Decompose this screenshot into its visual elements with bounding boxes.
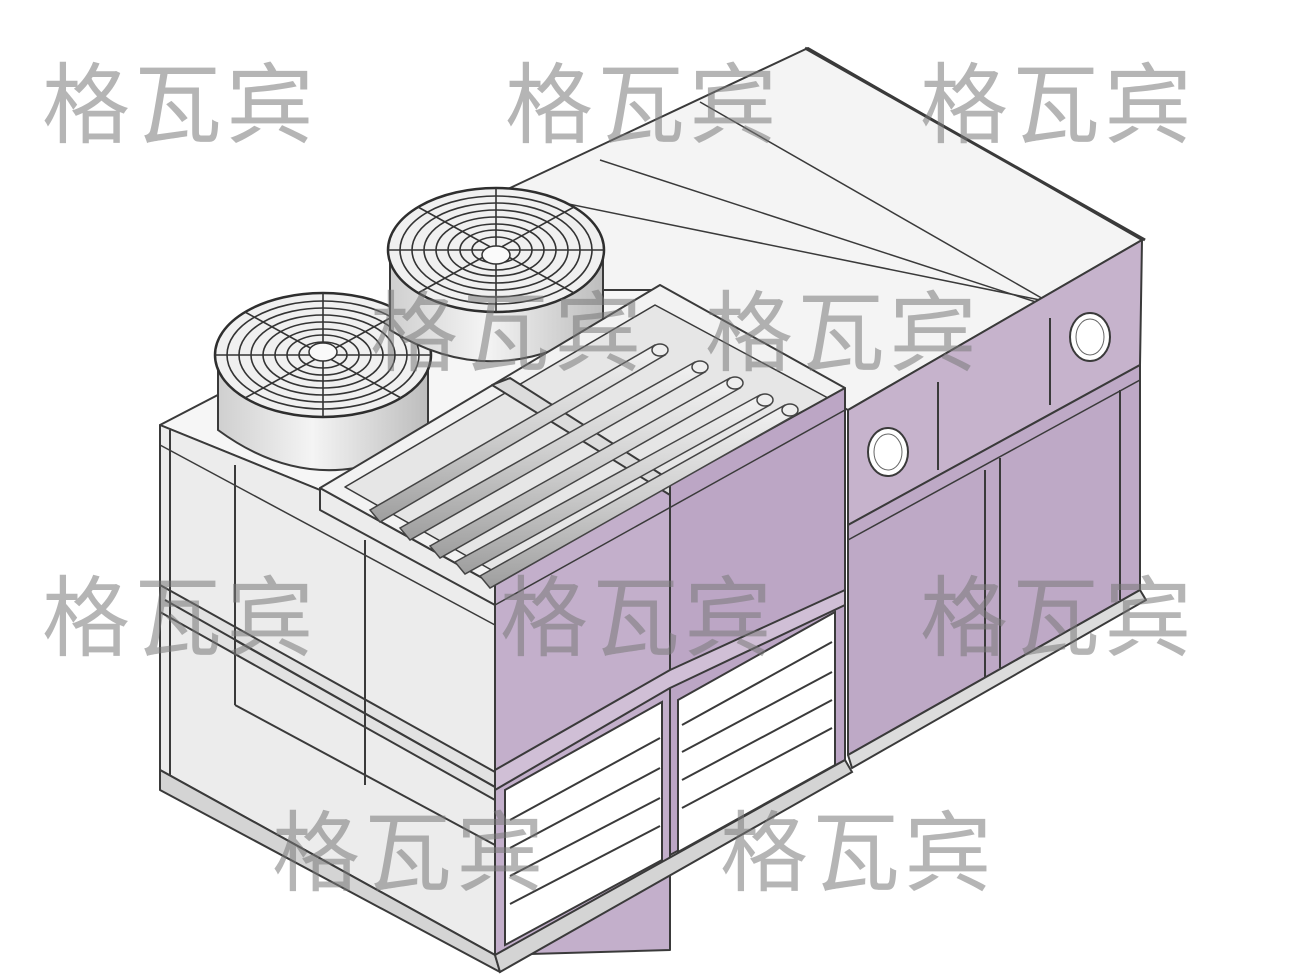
spray-pipe	[368, 343, 669, 523]
axial-fan-left	[213, 291, 433, 472]
louver-right	[677, 610, 836, 854]
spray-pipe	[428, 376, 744, 559]
base-rail	[493, 758, 854, 974]
vent-hole-right	[1069, 312, 1111, 362]
vent-hole-left	[867, 427, 909, 477]
spray-pipe	[398, 360, 709, 541]
spray-pipes	[368, 343, 799, 589]
spray-pipe	[453, 393, 774, 575]
louver-left	[504, 700, 663, 947]
spray-pipe	[478, 403, 799, 589]
rear-housing	[409, 46, 1147, 769]
axial-fan-right	[386, 186, 606, 363]
